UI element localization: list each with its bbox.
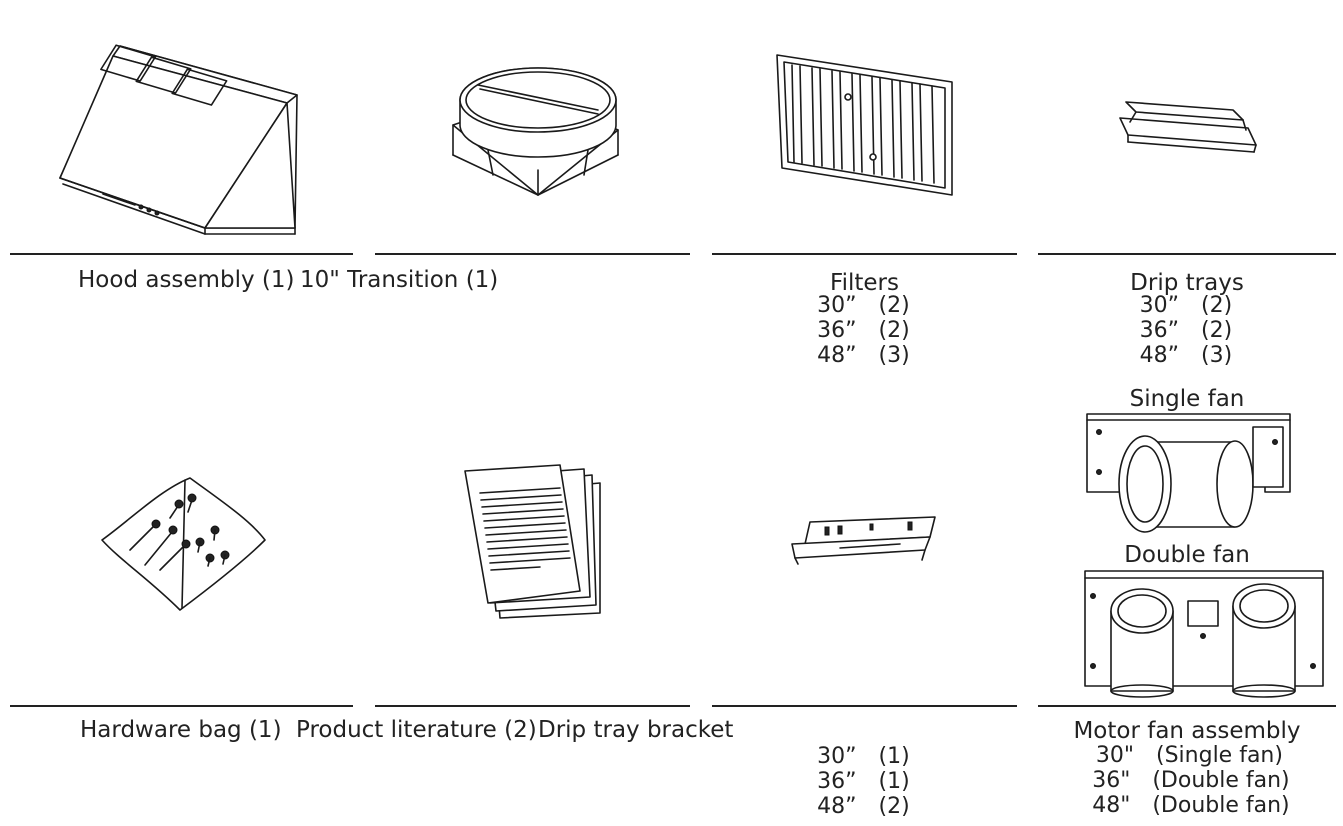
divider-hardware (10, 705, 353, 707)
filters-title: Filters (830, 270, 899, 296)
drip-trays-quantities: 30”(2) 36”(2) 48”(3) (1038, 293, 1336, 368)
transition-illustration (448, 55, 623, 200)
motor-row-48: 48"(Double fan) (1092, 793, 1290, 818)
filters-quantities: 30”(2) 36”(2) 48”(3) (712, 293, 1017, 368)
hood-assembly-illustration (55, 38, 305, 238)
double-fan-illustration (1083, 566, 1328, 696)
motor-fan-title: Motor fan assembly (1073, 718, 1301, 744)
bracket-row-36: 36”(1) (817, 769, 910, 794)
drip-tray-bracket-label: Drip tray bracket (538, 717, 734, 743)
drip-trays-title: Drip trays (1130, 270, 1244, 296)
drip-trays-row-36: 36”(2) (1139, 318, 1233, 343)
bracket-row-48: 48”(2) (817, 794, 910, 819)
drip-trays-row-48: 48”(3) (1139, 343, 1233, 368)
divider-literature (375, 705, 690, 707)
transition-label: 10" Transition (1) (300, 267, 499, 293)
hardware-bag-illustration (100, 470, 270, 620)
filters-row-30: 30”(2) (817, 293, 910, 318)
filters-row-36: 36”(2) (817, 318, 910, 343)
single-fan-illustration (1085, 412, 1295, 537)
product-literature-illustration (460, 463, 605, 623)
drip-tray-bracket-illustration (790, 512, 940, 567)
divider-filters (712, 253, 1017, 255)
filters-row-48: 48”(3) (817, 343, 910, 368)
hood-assembly-label: Hood assembly (1) (78, 267, 295, 293)
motor-row-30: 30"(Single fan) (1095, 743, 1283, 768)
motor-row-36: 36"(Double fan) (1092, 768, 1290, 793)
divider-bracket (712, 705, 1017, 707)
hardware-bag-label: Hardware bag (1) (80, 717, 282, 743)
drip-trays-row-30: 30”(2) (1139, 293, 1233, 318)
divider-hood (10, 253, 353, 255)
divider-drip-trays (1038, 253, 1336, 255)
divider-transition (375, 253, 690, 255)
divider-motor (1038, 705, 1336, 707)
double-fan-label: Double fan (1124, 542, 1250, 568)
drip-tray-illustration (1118, 100, 1263, 155)
bracket-quantities: 30”(1) 36”(1) 48”(2) (712, 744, 1017, 819)
motor-fan-quantities: 30"(Single fan) 36"(Double fan) 48"(Doub… (1038, 743, 1336, 818)
filter-illustration (772, 50, 957, 200)
single-fan-label: Single fan (1129, 386, 1245, 412)
bracket-row-30: 30”(1) (817, 744, 910, 769)
product-literature-label: Product literature (2) (296, 717, 537, 743)
